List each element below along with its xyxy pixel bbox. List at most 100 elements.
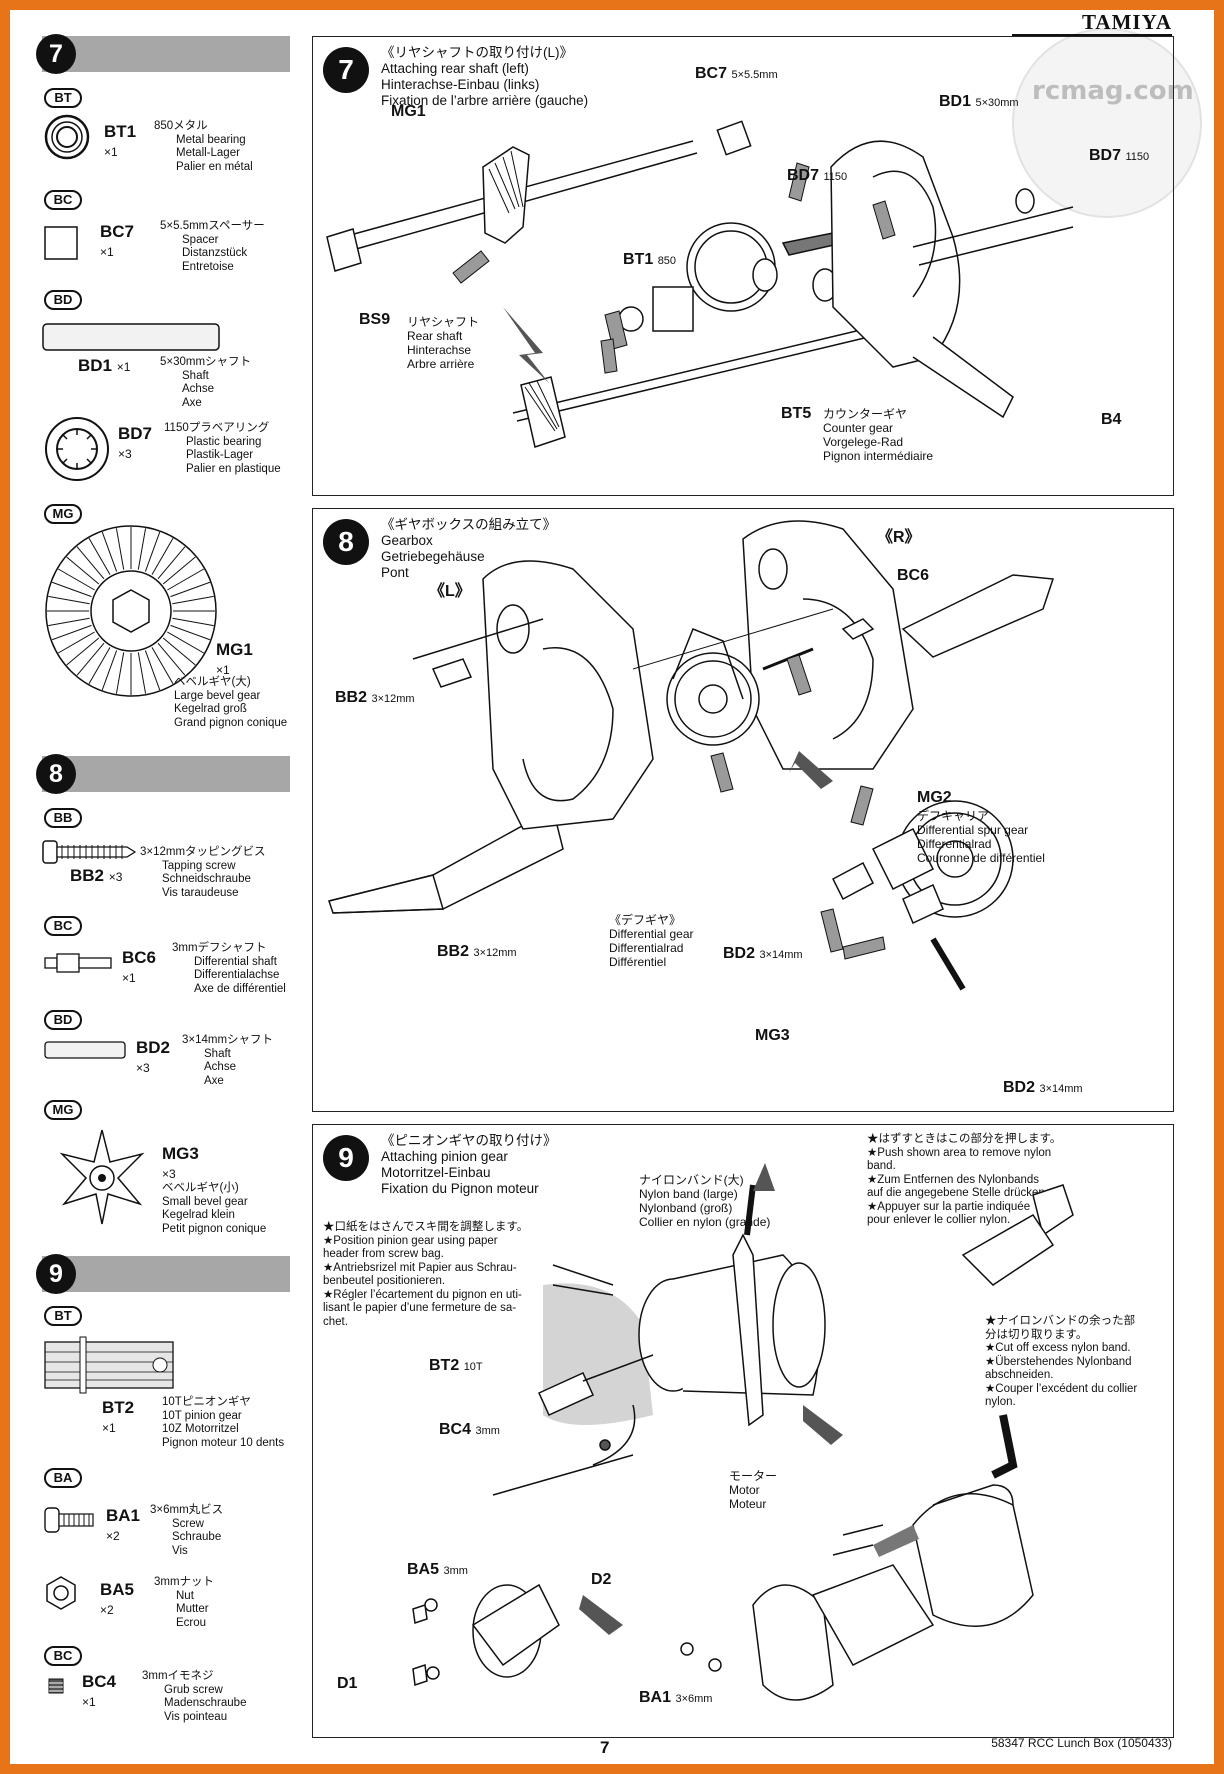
part-code: BB2 ×3	[70, 866, 123, 885]
footer-model-info: 58347 RCC Lunch Box (1050433)	[991, 1736, 1172, 1750]
part-code: BA5×2	[100, 1580, 135, 1617]
plastic-bearing-icon	[45, 417, 109, 481]
label-bs9: BS9	[359, 311, 391, 328]
brand-logo: TAMIYA	[1081, 10, 1172, 34]
label-bd1: BD1 5×30mm	[939, 93, 1019, 110]
part-code: BD2×3	[136, 1038, 171, 1075]
step-number: 9	[323, 1135, 369, 1181]
label-bt1: BT1 850	[623, 251, 677, 268]
diff-shaft-icon	[44, 953, 112, 973]
label-mg1: MG1	[391, 103, 426, 120]
shaft-icon	[44, 1041, 126, 1059]
label-mg3: MG3	[755, 1027, 790, 1044]
bag-badge-bd: BD	[44, 1010, 82, 1030]
step-number: 7	[323, 47, 369, 93]
part-code: BT2×1	[102, 1398, 135, 1435]
label-bt5: BT5	[781, 405, 812, 422]
part-code: MG1×1	[216, 640, 253, 677]
label-r: 《R》	[877, 529, 921, 546]
pinion-gear-icon	[44, 1336, 174, 1394]
label-bd2-bottom: BD2 3×14mm	[1003, 1079, 1083, 1096]
screw-icon	[44, 1507, 94, 1533]
page-number: 7	[600, 1738, 610, 1757]
section-number: 9	[36, 1254, 76, 1294]
section-number: 8	[36, 754, 76, 794]
bag-badge-bc: BC	[44, 1646, 82, 1666]
small-bevel-gear-icon	[59, 1129, 145, 1225]
bag-badge-bt: BT	[44, 88, 82, 108]
note-pinion-gap: ★口紙をはさんでスキ間を調整します。★Position pinion gear …	[323, 1221, 529, 1328]
part-code: BT1×1	[104, 122, 137, 159]
part-code: MG3×3	[162, 1144, 199, 1181]
section-number: 7	[36, 34, 76, 74]
label-bb2-top: BB2 3×12mm	[335, 689, 415, 706]
bag-badge-mg: MG	[44, 1100, 82, 1120]
step-title: 《リヤシャフトの取り付け(L)》Attaching rear shaft (le…	[381, 45, 589, 108]
gearbox-assembly-drawing	[328, 520, 1055, 991]
label-d2: D2	[591, 1571, 612, 1588]
part-code: BD1 ×1	[78, 356, 131, 375]
section-header-9: 9	[36, 1254, 290, 1294]
large-bevel-gear-icon	[45, 525, 217, 697]
bag-badge-bc: BC	[44, 916, 82, 936]
label-ba5: BA5 3mm	[407, 1561, 468, 1578]
section-header-8: 8	[36, 754, 290, 794]
grub-screw-icon	[48, 1678, 64, 1694]
label-bc6: BC6	[897, 567, 930, 584]
step-number: 8	[323, 519, 369, 565]
nut-icon	[46, 1576, 76, 1610]
step-7-panel: 7 《リヤシャフトの取り付け(L)》Attaching rear shaft (…	[312, 36, 1174, 496]
part-code: BC7×1	[100, 222, 135, 259]
label-bc7: BC7 5×5.5mm	[695, 65, 778, 82]
note-remove-band: ★はずすときはこの部分を押します。★Push shown area to rem…	[867, 1133, 1062, 1226]
tapping-screw-icon	[42, 840, 137, 864]
label-b4: B4	[1101, 411, 1122, 428]
part-code: BD7×3	[118, 424, 153, 461]
bag-badge-bc: BC	[44, 190, 82, 210]
shaft-icon	[42, 323, 220, 351]
bag-badge-ba: BA	[44, 1468, 82, 1488]
label-bd2-top: BD2 3×14mm	[723, 945, 803, 962]
label-mg2: MG2	[917, 789, 952, 806]
section-header-7: 7	[36, 34, 290, 74]
label-bd7-right: BD7 1150	[1089, 147, 1150, 164]
label-bb2-bottom: BB2 3×12mm	[437, 943, 517, 960]
pinion-assembly-drawing	[412, 1163, 1074, 1701]
bag-badge-bt: BT	[44, 1306, 82, 1326]
label-d1: D1	[337, 1675, 358, 1692]
bag-badge-bd: BD	[44, 290, 82, 310]
spacer-icon	[44, 226, 78, 260]
label-l: 《L》	[429, 583, 471, 600]
rear-shaft-assembly-drawing	[326, 120, 1074, 448]
watermark: rcmag.com	[1012, 28, 1202, 218]
bag-badge-bb: BB	[44, 808, 82, 828]
label-bd7-left: BD7 1150	[787, 167, 848, 184]
part-code: BC4×1	[82, 1672, 117, 1709]
note-cut-band: ★ナイロンバンドの余った部分は切り取ります。★Cut off excess ny…	[985, 1315, 1138, 1408]
label-bc4: BC4 3mm	[439, 1421, 500, 1438]
label-bt2: BT2 10T	[429, 1357, 483, 1374]
label-ba1: BA1 3×6mm	[639, 1689, 713, 1706]
